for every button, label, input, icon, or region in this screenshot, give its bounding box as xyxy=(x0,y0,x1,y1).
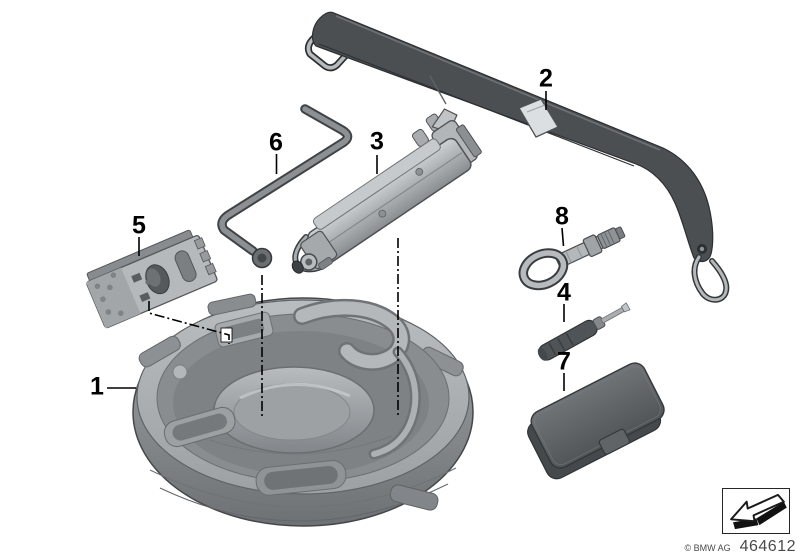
assembly-line-bracket xyxy=(148,301,230,344)
jack[interactable] xyxy=(265,103,487,283)
retaining-bracket[interactable] xyxy=(83,227,220,329)
jack-crank-rod[interactable] xyxy=(217,104,353,269)
tool-case[interactable] xyxy=(520,359,671,482)
strap-hook-wire xyxy=(691,254,730,303)
callout-6[interactable]: 6 xyxy=(269,128,283,157)
strap-band xyxy=(311,11,714,263)
bracket-slot xyxy=(174,250,197,282)
tension-strap[interactable] xyxy=(304,11,730,303)
strap-buckle xyxy=(518,98,559,138)
assembly-lines xyxy=(148,238,399,418)
callout-7[interactable]: 7 xyxy=(557,347,571,376)
callout-2[interactable]: 2 xyxy=(539,64,553,93)
tow-hook[interactable] xyxy=(518,218,629,291)
callout-1[interactable]: 1 xyxy=(90,372,104,401)
callout-8[interactable]: 8 xyxy=(555,202,569,231)
tool-tray-foam-insert[interactable] xyxy=(132,293,474,527)
screwdriver-shaft xyxy=(600,306,625,324)
direction-arrow-icon xyxy=(722,488,790,534)
tool-case-latch xyxy=(598,428,631,455)
callout-5[interactable]: 5 xyxy=(132,211,146,240)
footer: © BMW AG 464612 xyxy=(648,538,796,558)
leader-lines xyxy=(107,91,565,391)
callout-3[interactable]: 3 xyxy=(370,127,384,156)
screwdriver[interactable] xyxy=(535,300,632,363)
copyright-text: © BMW AG xyxy=(684,543,731,553)
diagram-number: 464612 xyxy=(739,538,796,555)
callout-4[interactable]: 4 xyxy=(557,278,571,307)
leader-8 xyxy=(561,227,565,247)
